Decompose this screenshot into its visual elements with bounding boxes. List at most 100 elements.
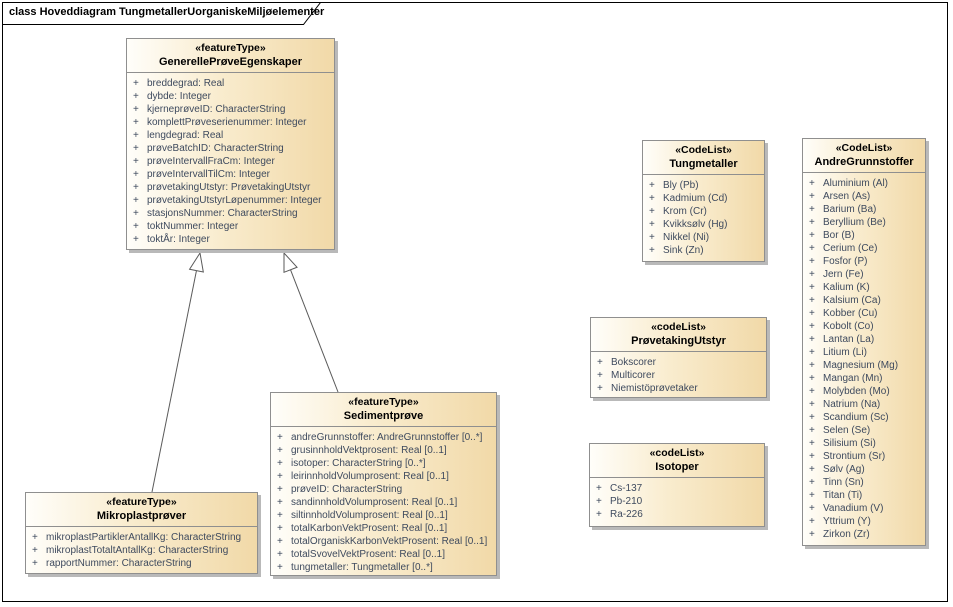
attribute-label: grusinnholdVektprosent: Real [0..1] [291, 445, 447, 456]
visibility-marker: + [596, 483, 602, 494]
stereotype-label: «featureType» [195, 42, 266, 54]
attribute-row: +prøveIntervallTilCm: Integer [127, 168, 334, 181]
attribute-label: Tinn (Sn) [823, 477, 864, 488]
generalization-connector-sediment[interactable] [283, 251, 339, 393]
class-box-mikroplastprover[interactable]: «featureType» Mikroplastprøver +mikropla… [25, 492, 258, 574]
attribute-label: Kadmium (Cd) [663, 193, 728, 204]
attribute-row: +Jern (Fe) [803, 268, 925, 281]
visibility-marker: + [133, 117, 139, 128]
visibility-marker: + [133, 104, 139, 115]
visibility-marker: + [809, 503, 815, 514]
attribute-label: Beryllium (Be) [823, 217, 886, 228]
attribute-label: siltinnholdVolumprosent: Real [0..1] [291, 510, 448, 521]
attribute-label: Aluminium (Al) [823, 178, 889, 189]
attribute-label: lengdegrad: Real [147, 130, 224, 141]
attribute-label: dybde: Integer [147, 91, 211, 102]
visibility-marker: + [277, 471, 283, 482]
visibility-marker: + [809, 490, 815, 501]
visibility-marker: + [809, 308, 815, 319]
attribute-row: +totalKarbonVektProsent: Real [0..1] [271, 522, 496, 535]
visibility-marker: + [133, 182, 139, 193]
class-header: «featureType» Sedimentprøve [271, 393, 496, 427]
visibility-marker: + [809, 321, 815, 332]
attribute-row: + Ra-226 [590, 508, 764, 521]
visibility-marker: + [809, 412, 815, 423]
attribute-row: +Pb-210 [590, 495, 764, 508]
visibility-marker: + [649, 245, 655, 256]
attribute-label: Niemistöprøvetaker [611, 383, 698, 394]
visibility-marker: + [277, 536, 283, 547]
attribute-row: +mikroplastTotaltAntallKg: CharacterStri… [26, 544, 257, 557]
attribute-list: +Bly (Pb)+Kadmium (Cd)+Krom (Cr)+Kvikksø… [643, 175, 764, 257]
visibility-marker: + [133, 208, 139, 219]
stereotype-label: «codeList» [651, 321, 706, 333]
attribute-row: +Litium (Li) [803, 346, 925, 359]
visibility-marker: + [809, 425, 815, 436]
generalization-connector-mikroplast[interactable] [151, 251, 204, 493]
attribute-label: Bly (Pb) [663, 180, 699, 191]
attribute-label: Cerium (Ce) [823, 243, 878, 254]
class-box-sedimentprove[interactable]: «featureType» Sedimentprøve +andreGrunns… [270, 392, 497, 576]
attribute-row: + Zirkon (Zr) [803, 528, 925, 541]
attribute-row: + prøvetakingUtstyrLøpenummer: Integer [127, 194, 334, 207]
attribute-row: +mikroplastPartiklerAntallKg: CharacterS… [26, 531, 257, 544]
attribute-row: + Titan (Ti) [803, 489, 925, 502]
attribute-row: +grusinnholdVektprosent: Real [0..1] [271, 444, 496, 457]
attribute-label: Sølv (Ag) [823, 464, 865, 475]
attribute-row: + Kobolt (Co) [803, 320, 925, 333]
attribute-row: +totalOrganiskKarbonVektProsent: Real [0… [271, 535, 496, 548]
visibility-marker: + [809, 243, 815, 254]
visibility-marker: + [133, 91, 139, 102]
attribute-label: prøvetakingUtstyrLøpenummer: Integer [147, 195, 322, 206]
visibility-marker: + [596, 509, 602, 520]
visibility-marker: + [809, 360, 815, 371]
visibility-marker: + [32, 545, 38, 556]
class-name: AndreGrunnstoffer [814, 156, 914, 168]
attribute-label: Kobolt (Co) [823, 321, 874, 332]
attribute-label: Titan (Ti) [823, 490, 863, 501]
attribute-row: +toktÅr: Integer [127, 233, 334, 246]
visibility-marker: + [809, 438, 815, 449]
visibility-marker: + [809, 217, 815, 228]
attribute-label: kjerneprøveID: CharacterString [147, 104, 286, 115]
class-box-andregrunnstoffer[interactable]: «CodeList» AndreGrunnstoffer +Aluminium … [802, 138, 926, 546]
visibility-marker: + [809, 386, 815, 397]
attribute-row: +leirinnholdVolumprosent: Real [0..1] [271, 470, 496, 483]
class-box-provetakingutstyr[interactable]: «codeList» PrøvetakingUtstyr +Bokscorer+… [590, 317, 767, 398]
attribute-label: Lantan (La) [823, 334, 875, 345]
visibility-marker: + [809, 529, 815, 540]
class-name: Tungmetaller [669, 158, 738, 170]
attribute-label: Kvikksølv (Hg) [663, 219, 728, 230]
class-name: Mikroplastprøver [96, 510, 187, 522]
class-box-isotoper[interactable]: «codeList» Isotoper +Cs-137+Pb-210+Ra-22… [589, 443, 765, 527]
visibility-marker: + [277, 562, 283, 573]
class-header: «CodeList» Tungmetaller [643, 141, 764, 175]
class-box-tungmetaller[interactable]: «CodeList» Tungmetaller + Bly (Pb) + Kadmiu… [642, 140, 765, 262]
attribute-label: Molybden (Mo) [823, 386, 890, 397]
visibility-marker: + [809, 204, 815, 215]
attribute-label: prøveIntervallTilCm: Integer [147, 169, 270, 180]
visibility-marker: + [809, 334, 815, 345]
stereotype-label: «CodeList» [675, 144, 732, 156]
visibility-marker: + [809, 516, 815, 527]
attribute-row: +Multicorer [591, 369, 766, 382]
visibility-marker: + [649, 193, 655, 204]
attribute-row: +Nikkel (Ni) [643, 231, 764, 244]
attribute-label: Ra-226 [610, 509, 643, 520]
attribute-label: Magnesium (Mg) [823, 360, 899, 371]
visibility-marker: + [809, 295, 815, 306]
class-name: Sedimentprøve [343, 410, 424, 422]
attribute-label: Multicorer [611, 370, 655, 381]
attribute-row: +Tinn (Sn) [803, 476, 925, 489]
visibility-marker: + [133, 221, 139, 232]
attribute-row: +prøvetakingUtstyr: PrøvetakingUtstyr [127, 181, 334, 194]
visibility-marker: + [32, 558, 38, 569]
class-box-generelleproveegenskaper[interactable]: «featureType» GenerellePrøveEgenskaper +… [126, 38, 335, 250]
attribute-label: Arsen (As) [823, 191, 871, 202]
attribute-label: Silisium (Si) [823, 438, 876, 449]
stereotype-label: «featureType» [348, 396, 419, 408]
attribute-label: Zirkon (Zr) [823, 529, 870, 540]
visibility-marker: + [133, 195, 139, 206]
visibility-marker: + [277, 549, 283, 560]
